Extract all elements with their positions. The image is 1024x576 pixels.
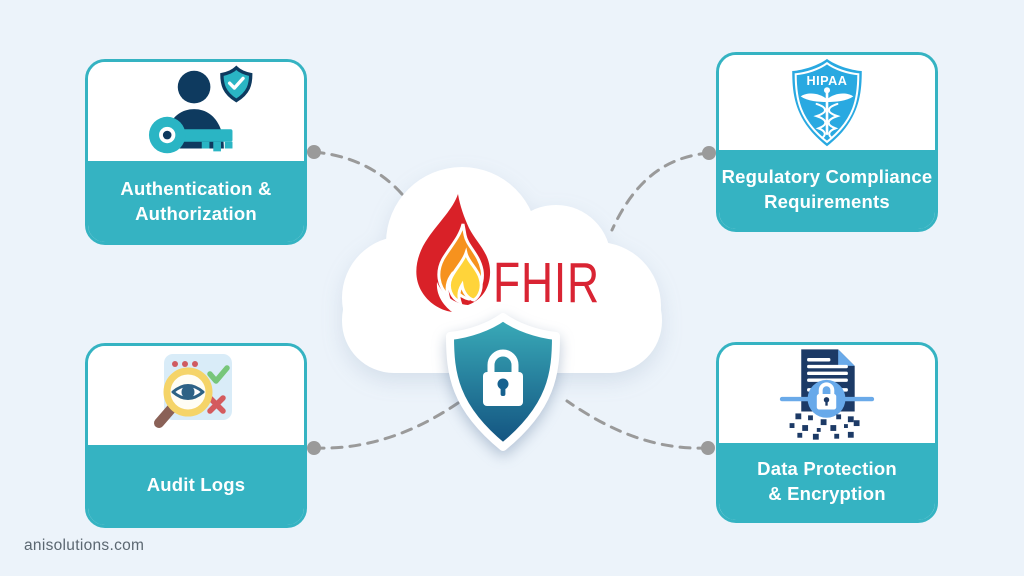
- card-icon-area: [719, 345, 935, 443]
- card-label-line: Audit Logs: [146, 473, 246, 495]
- connector-top-right: [610, 151, 711, 232]
- caduceus-icon: [800, 86, 854, 139]
- security-shield-lock-icon: [446, 313, 560, 451]
- card-icon-area: [88, 62, 304, 161]
- fhir-flame-icon: [416, 194, 491, 312]
- card-label: Data Protection & Encryption: [719, 443, 935, 520]
- document-lock-pixels-icon: [779, 349, 875, 440]
- website-watermark: anisolutions.com: [24, 537, 145, 554]
- fhir-logo-text: FHIR: [493, 251, 600, 315]
- check-icon: [206, 365, 230, 384]
- card-icon-area: [88, 346, 304, 445]
- card-data-protection-encryption: Data Protection & Encryption: [716, 342, 938, 523]
- connector-dot: [307, 441, 321, 455]
- card-audit-logs: Audit Logs: [85, 343, 307, 528]
- card-label: Audit Logs: [88, 445, 304, 525]
- connector-dot: [702, 146, 716, 160]
- hipaa-label: HIPAA: [807, 74, 848, 88]
- verified-shield-icon: [220, 64, 253, 102]
- connector-dot: [701, 441, 715, 455]
- magnifier-eye-icon: [153, 367, 212, 428]
- card-icon-area: HIPAA: [719, 55, 935, 150]
- card-label-line: Requirements: [764, 190, 890, 212]
- key-icon: [148, 116, 233, 153]
- audit-magnifier-eye-icon: [153, 354, 232, 428]
- card-regulatory-compliance: HIPAA Regulatory Compliance Requirements: [716, 52, 938, 232]
- cross-icon: [206, 395, 226, 414]
- card-label: Authentication & Authorization: [88, 161, 304, 242]
- hipaa-shield-caduceus-icon: HIPAA: [792, 58, 862, 146]
- card-label-line: & Encryption: [768, 482, 886, 504]
- user-key-verified-shield-icon: [148, 64, 253, 153]
- pixel-squares: [789, 413, 860, 440]
- card-label-line: Data Protection: [757, 458, 897, 480]
- card-label-line: Regulatory Compliance: [721, 166, 933, 188]
- card-label-line: Authentication &: [120, 178, 272, 200]
- card-label-line: Authorization: [135, 202, 257, 224]
- lock-circle-icon: [807, 379, 846, 418]
- connector-bottom-left: [312, 401, 460, 450]
- lock-icon: [483, 349, 523, 406]
- connector-dot: [307, 145, 321, 159]
- card-label: Regulatory Compliance Requirements: [719, 150, 935, 229]
- window-dots-icon: [171, 361, 198, 367]
- connector-bottom-right: [565, 399, 710, 450]
- card-authentication-authorization: Authentication & Authorization: [85, 59, 307, 245]
